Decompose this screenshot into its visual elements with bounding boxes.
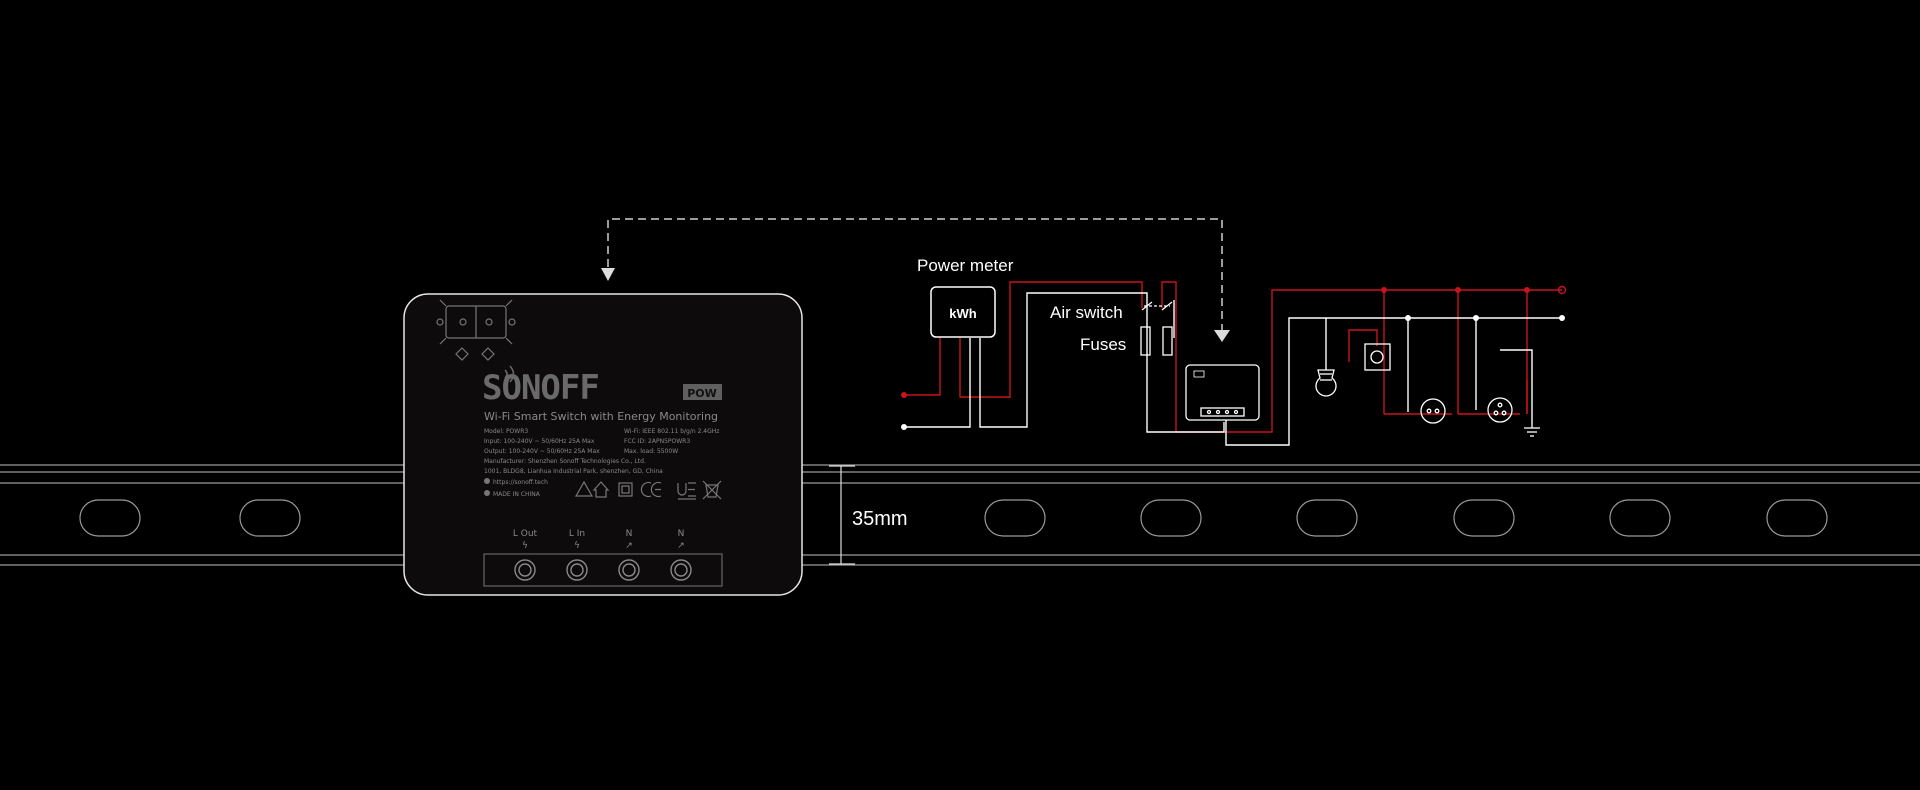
terminal-label: N xyxy=(678,529,685,539)
neutral-wires xyxy=(904,292,1560,446)
mini-device-icon xyxy=(1185,364,1260,421)
neutral-terminal-dot xyxy=(901,424,907,430)
spec-line: Max. load: 5500W xyxy=(624,448,678,455)
origin-label: MADE IN CHINA xyxy=(493,491,541,498)
rail-width-dimension: 35mm xyxy=(829,465,908,565)
power-meter-label: Power meter xyxy=(917,256,1014,275)
globe-icon xyxy=(484,478,490,484)
terminal-block xyxy=(483,553,723,587)
callout-arrow xyxy=(601,218,1230,342)
wiring-diagram: Power meter Air switch Fuses xyxy=(901,256,1567,446)
spec-line: Wi-Fi: IEEE 802.11 b/g/n 2.4GHz xyxy=(624,428,719,435)
spec-line: FCC ID: 2APN5POWR3 xyxy=(624,438,690,445)
air-switch-label: Air switch xyxy=(1050,303,1123,322)
live-end-terminal xyxy=(1557,285,1567,295)
pow-badge-bg xyxy=(683,384,722,400)
junction-dot xyxy=(1524,287,1530,293)
earth-icon xyxy=(484,490,490,496)
air-switch-icon xyxy=(1141,301,1173,311)
sonoff-pow-device: SONOFF POW Wi-Fi Smart Switch with Energ… xyxy=(403,293,803,596)
ce-mark-icon xyxy=(640,481,662,498)
spec-line: Manufacturer: Shenzhen Sonoff Technologi… xyxy=(484,458,646,465)
spec-line: Model: POWR3 xyxy=(484,428,528,435)
fuses-icon xyxy=(1140,326,1173,356)
junction-dot xyxy=(1381,287,1387,293)
website: https://sonoff.tech xyxy=(493,479,548,486)
status-indicator-icon xyxy=(436,299,516,361)
svg-text:SONOFF: SONOFF xyxy=(482,368,599,408)
neutral-icon: ↗ xyxy=(677,541,685,551)
junction-dot xyxy=(1405,315,1411,321)
indoor-use-icon xyxy=(592,481,610,498)
neutral-icon: ↗ xyxy=(625,541,633,551)
spec-line: 1001, BLDG8, Lianhua Industrial Park, sh… xyxy=(484,468,663,475)
double-insulation-icon xyxy=(618,482,633,497)
terminal-label: N xyxy=(626,529,633,539)
junction-dot xyxy=(1473,315,1479,321)
spec-block: Model: POWR3 Input: 100-240V ~ 50/60Hz 2… xyxy=(484,428,719,498)
din-rail xyxy=(0,464,1920,566)
fuses-label: Fuses xyxy=(1080,335,1126,354)
kwh-meter xyxy=(930,286,996,338)
ukca-mark-icon xyxy=(677,482,696,500)
junction-dot xyxy=(1455,287,1461,293)
terminal-label: L In xyxy=(569,529,585,539)
switch-socket-icon xyxy=(1364,343,1391,371)
weee-bin-icon xyxy=(702,480,722,500)
warning-icon xyxy=(574,480,594,497)
spec-line: Output: 100-240V ~ 50/60Hz 25A Max xyxy=(484,448,600,455)
outlet-icon xyxy=(1420,398,1446,424)
rail-width-label: 35mm xyxy=(852,508,908,530)
sonoff-logo: SONOFF xyxy=(482,365,600,408)
light-bulb-icon xyxy=(1315,369,1337,397)
pow-badge: POW xyxy=(687,387,717,400)
spec-line: Input: 100-240V ~ 50/60Hz 25A Max xyxy=(484,438,595,445)
device-subtitle: Wi-Fi Smart Switch with Energy Monitorin… xyxy=(484,410,718,423)
ground-icon xyxy=(1524,424,1540,437)
live-terminal-dot xyxy=(901,392,907,398)
neutral-end-terminal xyxy=(1559,315,1565,321)
terminal-label: L Out xyxy=(513,529,538,539)
lightning-icon: ϟ xyxy=(574,541,580,551)
grounded-outlet-icon xyxy=(1487,397,1513,423)
lightning-icon: ϟ xyxy=(522,541,528,551)
terminal-screws xyxy=(514,559,692,581)
kwh-meter-text: kWh xyxy=(949,306,977,321)
